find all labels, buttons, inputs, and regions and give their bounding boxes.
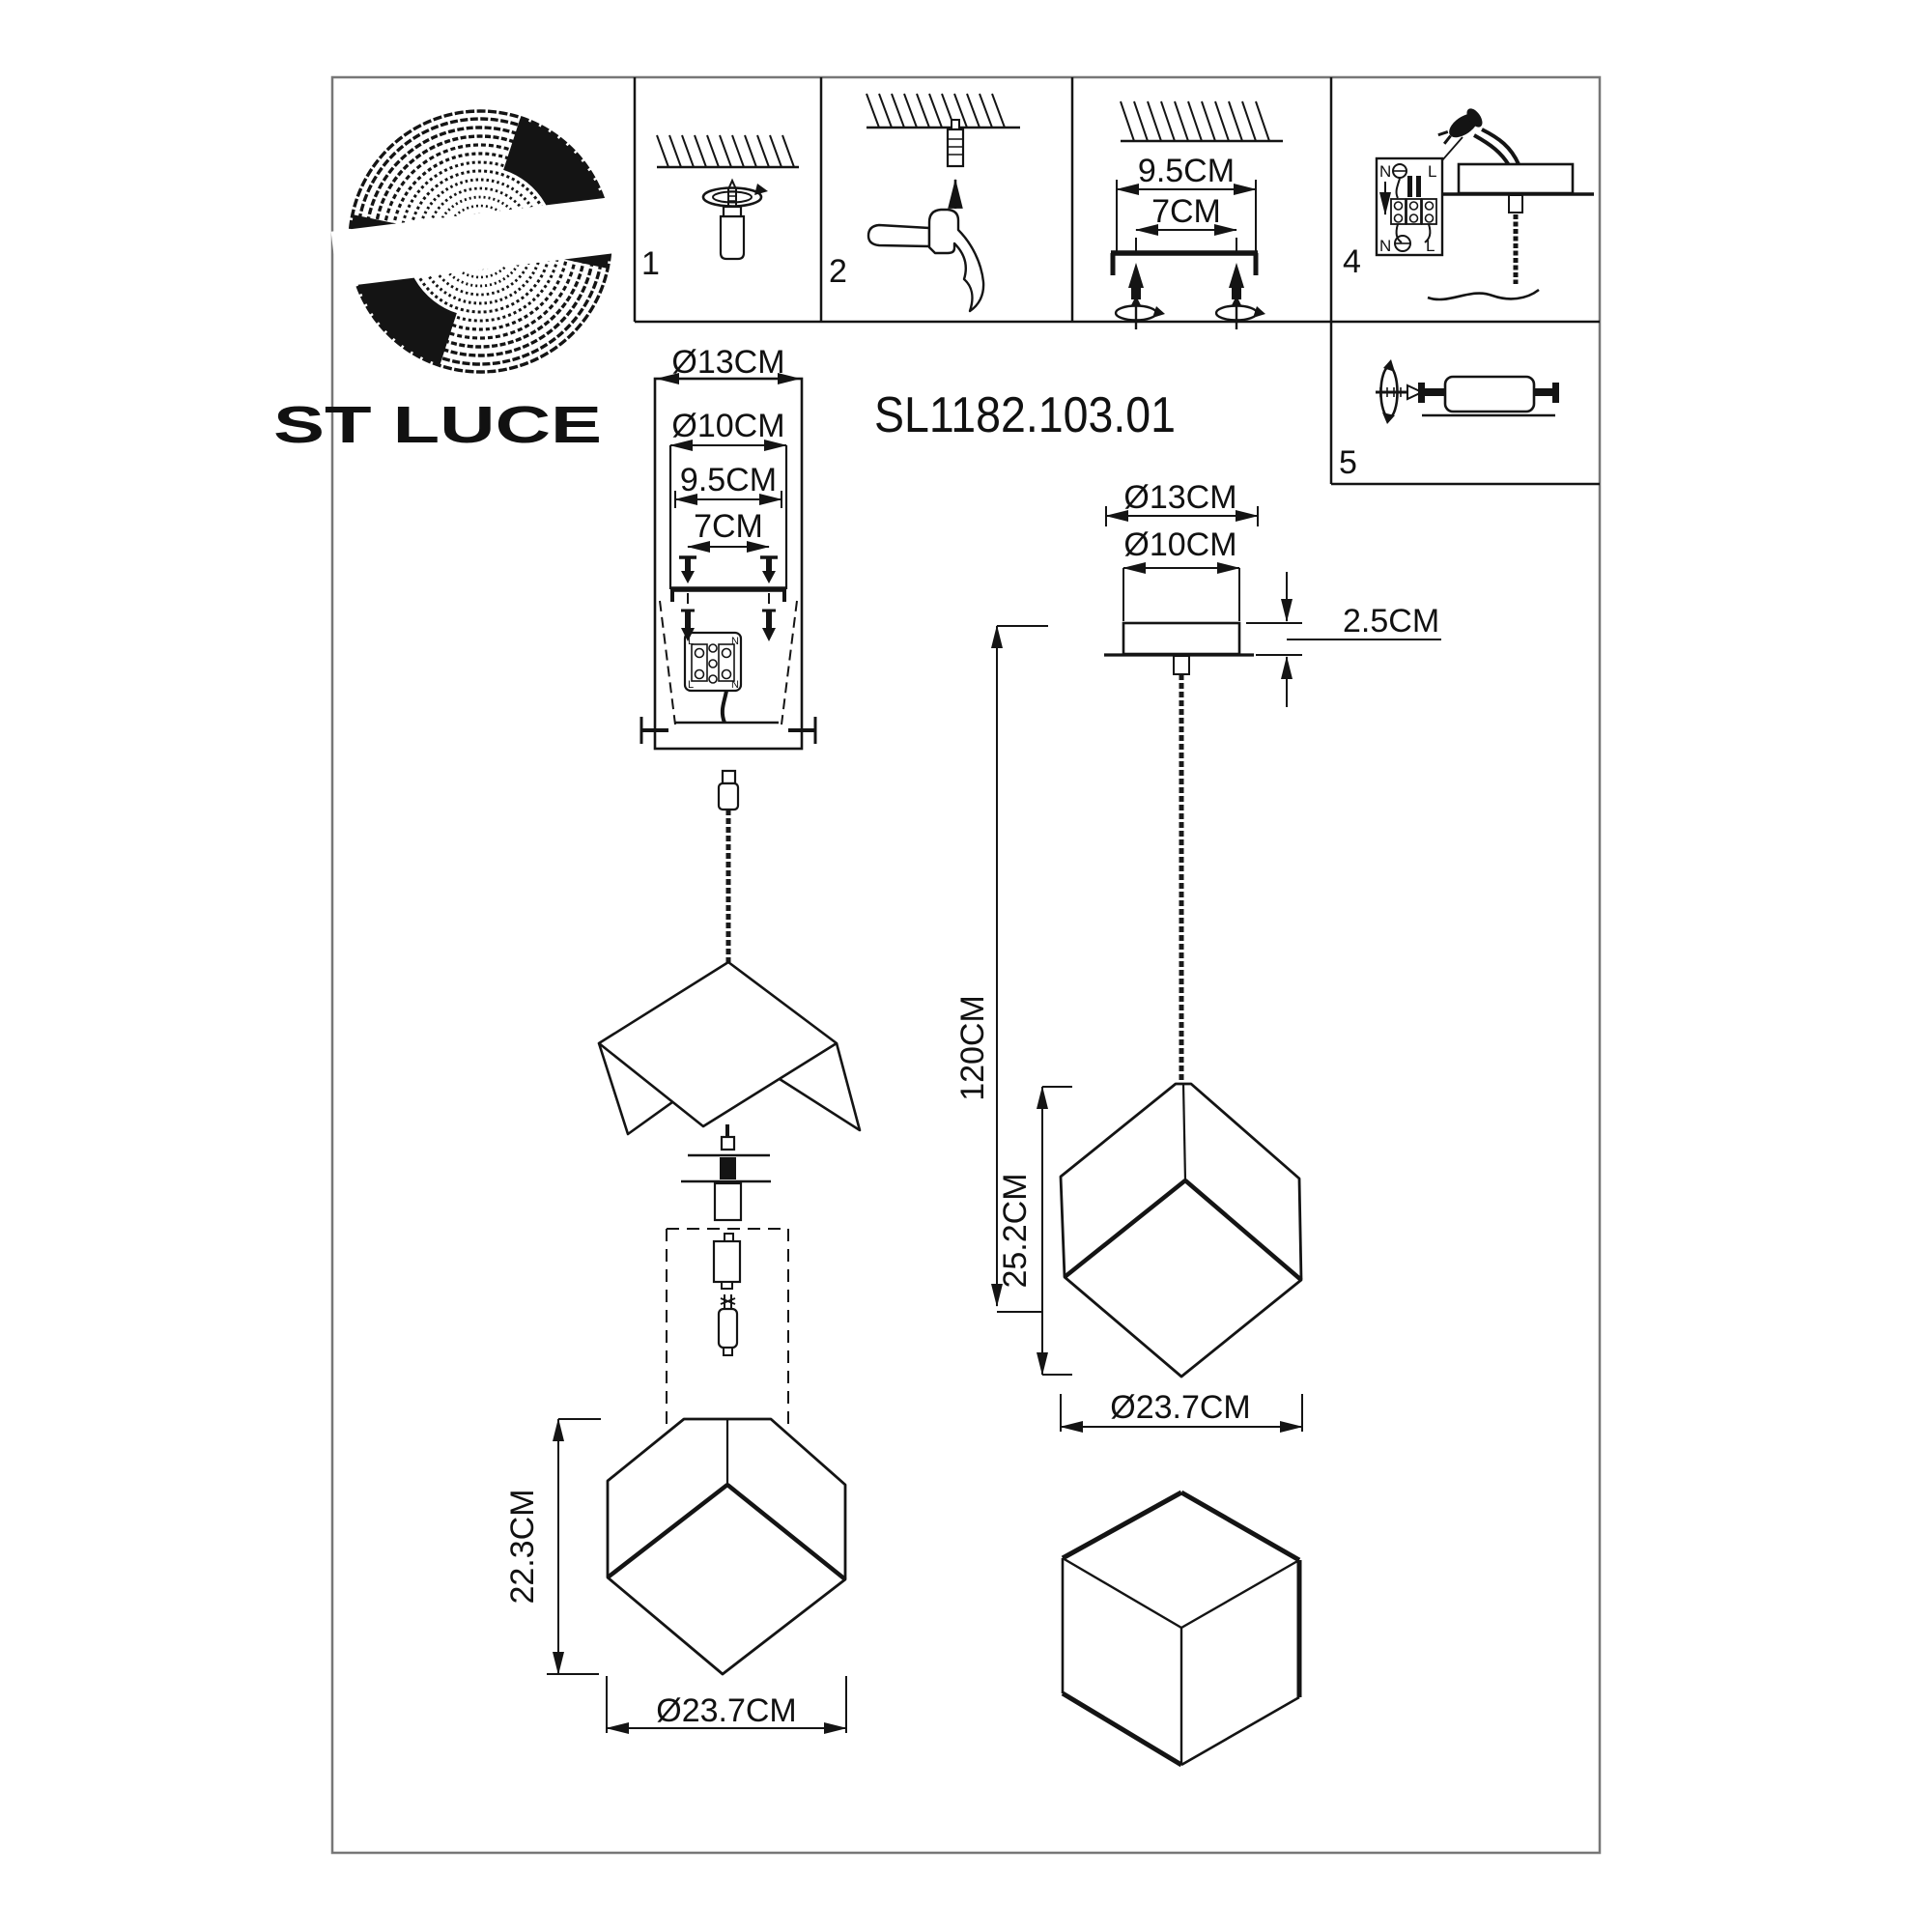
side-pin-icons	[639, 717, 817, 744]
ceiling-hatch-icon	[866, 93, 1020, 129]
right-height-dim	[1037, 1086, 1072, 1376]
terminal-n-top-label: N	[1379, 162, 1391, 181]
cable-end-squiggle	[1427, 288, 1540, 301]
mounting-bracket-icon	[1110, 250, 1259, 275]
socket-stack-icon	[681, 1135, 771, 1222]
left-height-label: 22.3CM	[504, 1489, 541, 1604]
canopy-screw-down-icon	[681, 609, 776, 641]
right-height-label: 25.2CM	[997, 1173, 1034, 1288]
terminal-block-icon	[683, 631, 743, 693]
wall-anchor-icon	[946, 119, 965, 168]
canopy-with-screws-icon	[1418, 375, 1559, 417]
screw-up-icon	[1128, 263, 1244, 299]
left-outer-dia-label: Ø13CM	[671, 344, 784, 381]
left-width-label: Ø23.7CM	[656, 1692, 797, 1729]
ceiling-hatch-icon	[1120, 100, 1283, 143]
wire-connector-icon	[1437, 108, 1520, 167]
left-inner-box	[668, 440, 788, 589]
instruction-panel-2: 2	[829, 93, 1020, 313]
bracket-screw-icon	[679, 555, 778, 583]
ceiling-hatch-icon	[656, 134, 799, 169]
canopy-wire	[720, 690, 728, 724]
right-inner-dia-label: Ø10CM	[1123, 526, 1236, 563]
instruction-panel-3: 9.5CM 7CM	[1110, 100, 1283, 329]
brand-wordmark: ST LUCE	[273, 396, 602, 454]
rotate-screw-icon	[1376, 359, 1425, 424]
instruction-panel-4: N L N L 4	[1343, 108, 1594, 301]
left-cube-shade	[606, 1417, 847, 1676]
cable-length-label: 120CM	[954, 995, 991, 1101]
bulb-icon	[717, 1294, 739, 1356]
terminal-l-bottom-label: L	[1426, 237, 1435, 255]
shade-dashed-box	[666, 1228, 789, 1432]
right-width-dim	[1060, 1394, 1303, 1433]
left-canopy-box	[653, 373, 804, 751]
right-outer-dia-dim	[1105, 506, 1259, 526]
left-screw-spacing-label: 7CM	[694, 508, 763, 545]
panel-3-dim-lines	[1116, 180, 1257, 253]
page-border	[330, 75, 1602, 1855]
instruction-panel-5: 5	[1339, 359, 1559, 481]
panel-4-number: 4	[1343, 243, 1361, 280]
right-dimension-diagram: Ø13CM Ø10CM 2.5CM 1	[954, 479, 1441, 1433]
instruction-panel-1: 1	[641, 134, 799, 282]
terminal-n-bottom-label: N	[1379, 237, 1391, 255]
panel-3-inner-dim-label: 7CM	[1151, 193, 1221, 230]
screw-eye-icon	[701, 178, 768, 261]
panel-grid-lines	[633, 77, 1600, 486]
terminal-letter-tl: L	[688, 636, 694, 647]
canopy-dashed-outline	[659, 593, 798, 725]
left-assembly-diagram: Ø13CM Ø10CM 9.5CM 7CM	[504, 344, 862, 1734]
right-canopy	[1104, 621, 1254, 675]
terminal-l-top-label: L	[1428, 162, 1436, 181]
right-width-label: Ø23.7CM	[1110, 1389, 1251, 1426]
panel-3-outer-dim-label: 9.5CM	[1138, 153, 1235, 189]
right-outer-dia-label: Ø13CM	[1123, 479, 1236, 516]
st-luce-logo-icon	[330, 109, 630, 374]
terminal-letter-br: N	[731, 679, 739, 691]
canopy-height-dim	[1246, 572, 1441, 707]
left-bracket-dim	[674, 491, 782, 508]
left-width-dim	[606, 1676, 847, 1734]
rotate-screw-icon	[1114, 296, 1265, 329]
right-inner-dia-dim	[1122, 562, 1240, 621]
lamp-socket-icon	[712, 1233, 742, 1290]
cable-top-connector-icon	[717, 769, 740, 811]
terminal-letter-tr: N	[731, 636, 739, 647]
left-height-dim	[547, 1418, 601, 1675]
mounting-bracket	[670, 586, 786, 602]
panel-5-number: 5	[1339, 444, 1357, 481]
canopy-side-icon	[1441, 162, 1594, 213]
left-inner-dia-label: Ø10CM	[671, 408, 784, 444]
cable-length-dim	[991, 625, 1048, 1313]
terminal-block-detail-icon	[1375, 136, 1463, 257]
cube-isometric-icon	[1061, 1490, 1302, 1768]
right-cube-shade	[1059, 1082, 1303, 1378]
panel-2-number: 2	[829, 253, 847, 290]
model-number: SL1182.103.01	[874, 387, 1176, 443]
terminal-letter-bl: L	[688, 679, 694, 691]
canopy-height-label: 2.5CM	[1343, 603, 1439, 639]
hammer-icon	[867, 208, 985, 313]
folded-shade-icon	[597, 960, 862, 1136]
left-bracket-dim-label: 9.5CM	[680, 462, 777, 498]
panel-1-number: 1	[641, 245, 660, 282]
